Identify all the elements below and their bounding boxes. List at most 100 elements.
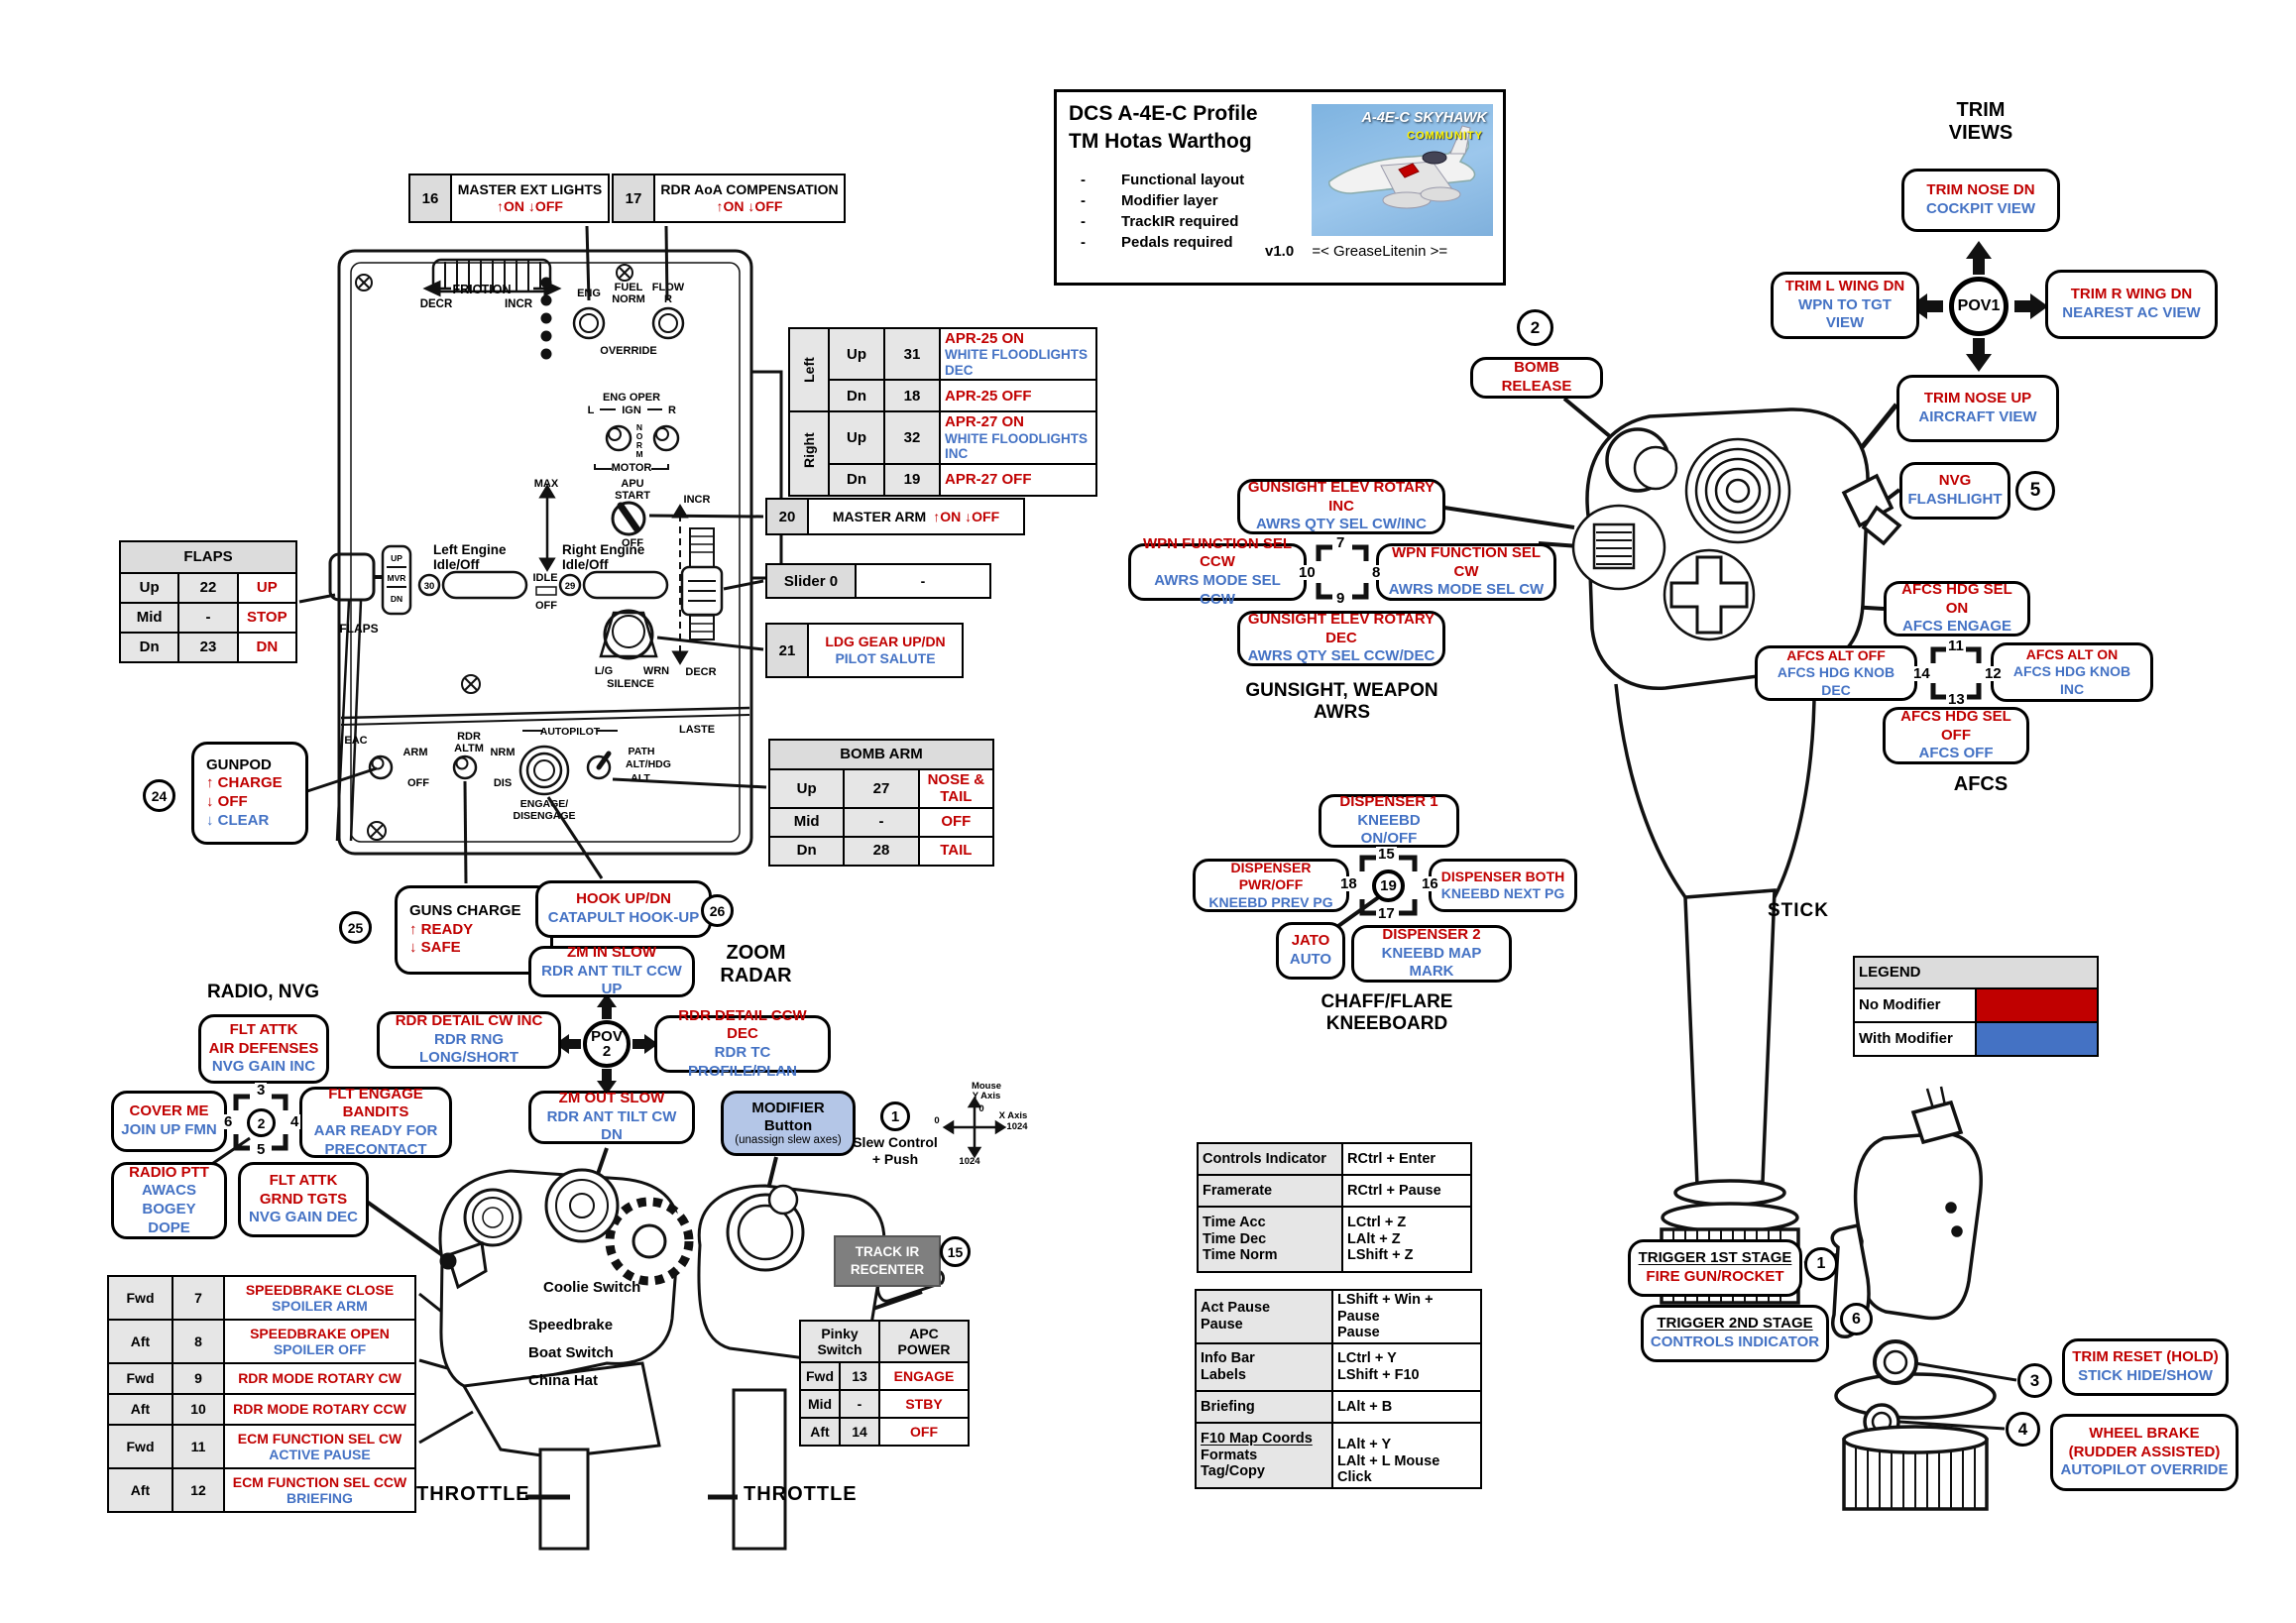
r-label: R (668, 405, 676, 416)
callout-line: WHEEL BRAKE (2089, 1424, 2200, 1442)
cell: Formats (1201, 1447, 1258, 1463)
radio-hat-6: 6 (222, 1113, 235, 1130)
afcs-hat-11: 11 (1946, 638, 1966, 654)
callout-line: RDR DETAIL CCW DEC (678, 1006, 807, 1043)
lg-label: L/G (595, 665, 613, 677)
header-box: DCS A-4E-C Profile TM Hotas Warthog -Fun… (1054, 89, 1506, 286)
callout-nvg-flashlight: NVG FLASHLIGHT (1899, 462, 2010, 520)
callout-line: CATAPULT HOOK-UP (547, 909, 700, 926)
trackir-line: RECENTER (850, 1262, 925, 1277)
callout-line: AFCS ENGAGE (1901, 618, 2011, 636)
callout-trim-reset: TRIM RESET (HOLD) STICK HIDE/SHOW (2062, 1338, 2229, 1396)
cell: Pause (1337, 1325, 1380, 1341)
cell: RDR MODE ROTARY CCW (233, 1401, 406, 1418)
callout-line: COCKPIT VIEW (1925, 200, 2035, 217)
coolie-switch-label: Coolie Switch (543, 1279, 641, 1296)
callout-line: ZM OUT SLOW (558, 1089, 665, 1106)
shortcuts-table-1: Controls Indicator RCtrl + Enter Framera… (1197, 1142, 1472, 1273)
cell: APR-27 ON (945, 413, 1025, 431)
callout-zm-out: ZM OUT SLOW RDR ANT TILT CW DN (528, 1089, 695, 1144)
cell: Up (828, 326, 885, 382)
disp-hat-19: 19 (1372, 869, 1405, 902)
radio-nvg-title: RADIO, NVG (207, 982, 319, 1002)
pov-hat-brackets (233, 544, 1982, 1151)
slider-incr-label: INCR (684, 494, 711, 506)
box-title: RDR AoA COMPENSATION (660, 181, 839, 198)
header-bullets: -Functional layout -Modifier layer -Trac… (1081, 170, 1244, 253)
cell: OFF (917, 806, 995, 838)
cell: STBY (878, 1389, 970, 1419)
circled-15: 15 (940, 1236, 971, 1267)
gun-hat-8: 8 (1370, 564, 1383, 581)
x-max-label: 1024 (1006, 1121, 1028, 1132)
box-title: LDG GEAR UP/DN (825, 634, 946, 650)
callout-line: FLT ATTK (229, 1020, 298, 1038)
callout-trigger-1st: TRIGGER 1ST STAGE FIRE GUN/ROCKET (1628, 1239, 1802, 1297)
callout-line: KNEEBD PREV PG (1208, 893, 1333, 910)
zoom-radar-title: ZOOM RADAR (694, 942, 818, 987)
callout-gunpod: GUNPOD ↑ CHARGE ↓ OFF ↓ CLEAR (191, 742, 308, 845)
cell: 12 (172, 1467, 225, 1513)
side-label: Left (800, 357, 817, 383)
dis-label: DIS (494, 777, 512, 789)
title-line: TRIM (1956, 99, 2006, 121)
callout-line: ↓ SAFE (409, 939, 461, 957)
silence-label: SILENCE (607, 678, 654, 690)
circled-6: 6 (1840, 1303, 1873, 1335)
right-engine-label: Right Engine (562, 542, 645, 557)
autopilot-label: AUTOPILOT (540, 726, 601, 738)
callout-line: JOIN UP FMN (121, 1121, 217, 1138)
circled-29: 29 (565, 581, 576, 592)
circled-26: 26 (701, 894, 734, 927)
cell: Up (767, 768, 846, 809)
legend-blue-swatch (1975, 1021, 2099, 1057)
cell: 22 (177, 572, 239, 604)
callout-line: KNEEBD MAP MARK (1381, 944, 1482, 981)
callout-line: ZM IN SLOW (567, 943, 656, 961)
cell: LAlt + B (1331, 1390, 1482, 1425)
callout-line: MODIFIER (751, 1099, 825, 1116)
callout-gunsight-inc: GUNSIGHT ELEV ROTARY INC AWRS QTY SEL CW… (1237, 479, 1445, 534)
callout-modifier-button: MODIFIER Button (unassign slew axes) (721, 1091, 856, 1156)
path-label: PATH (628, 746, 654, 757)
cell: NOSE & TAIL (917, 768, 995, 809)
callout-line: DISPENSER 1 (1339, 792, 1438, 810)
cell: Fwd (107, 1275, 173, 1321)
flaps-table: FLAPS Up 22 UP Mid - STOP Dn 23 DN (118, 540, 298, 663)
callout-line: WPN FUNCTION SEL CCW (1143, 534, 1292, 571)
gunsight-weapon-title: GUNSIGHT, WEAPON AWRS (1245, 680, 1438, 724)
cell: RDR MODE ROTARY CW (238, 1370, 402, 1387)
cell: 23 (177, 632, 239, 663)
cell: LAlt + Y (1337, 1437, 1392, 1452)
circled-30: 30 (424, 581, 435, 592)
apc-header: APC POWER (878, 1320, 970, 1363)
cell: 8 (172, 1319, 225, 1364)
title-line: AWRS (1314, 702, 1370, 723)
callout-flt-engage-bandits: FLT ENGAGE BANDITS AAR READY FOR PRECONT… (299, 1086, 452, 1158)
box-sub: ↑ON ↓OFF (497, 198, 563, 214)
box-20-master-arm: 20 MASTER ARM ↑ON ↓OFF (765, 498, 1025, 535)
eng-oper-label: ENG OPER (603, 392, 660, 404)
svg-text:R: R (636, 440, 642, 450)
legend-title: LEGEND (1853, 956, 2099, 989)
shortcuts-table-2: Act Pause Pause LShift + Win + Pause Pau… (1195, 1288, 1482, 1490)
title-line: GUNSIGHT, WEAPON (1245, 680, 1438, 701)
callout-flt-attk-air: FLT ATTK AIR DEFENSES NVG GAIN INC (198, 1014, 329, 1084)
cell: Time Acc (1203, 1214, 1266, 1230)
cell: BRIEFING (287, 1490, 353, 1506)
title-line: CHAFF/FLARE (1320, 991, 1453, 1012)
cell: LShift + F10 (1337, 1367, 1420, 1384)
cell: Info Bar (1201, 1350, 1255, 1367)
boat-switch-label: Boat Switch (528, 1344, 614, 1361)
afcs-title: AFCS (1953, 773, 2009, 795)
gun-hat-9: 9 (1334, 590, 1347, 607)
callout-dispenser-1: DISPENSER 1 KNEEBD ON/OFF (1319, 792, 1459, 848)
title-line: KNEEBOARD (1325, 1013, 1448, 1034)
banner-subtitle: COMMUNITY (1407, 130, 1483, 142)
callout-line: AIRCRAFT VIEW (1918, 408, 2037, 425)
box-17-rdr-aoa: 17 RDR AoA COMPENSATION ↑ON ↓OFF (612, 174, 846, 223)
callout-line: NVG GAIN DEC (248, 1209, 358, 1226)
radio-hat-5: 5 (255, 1141, 268, 1158)
disengage-label: DISENGAGE (513, 810, 575, 822)
